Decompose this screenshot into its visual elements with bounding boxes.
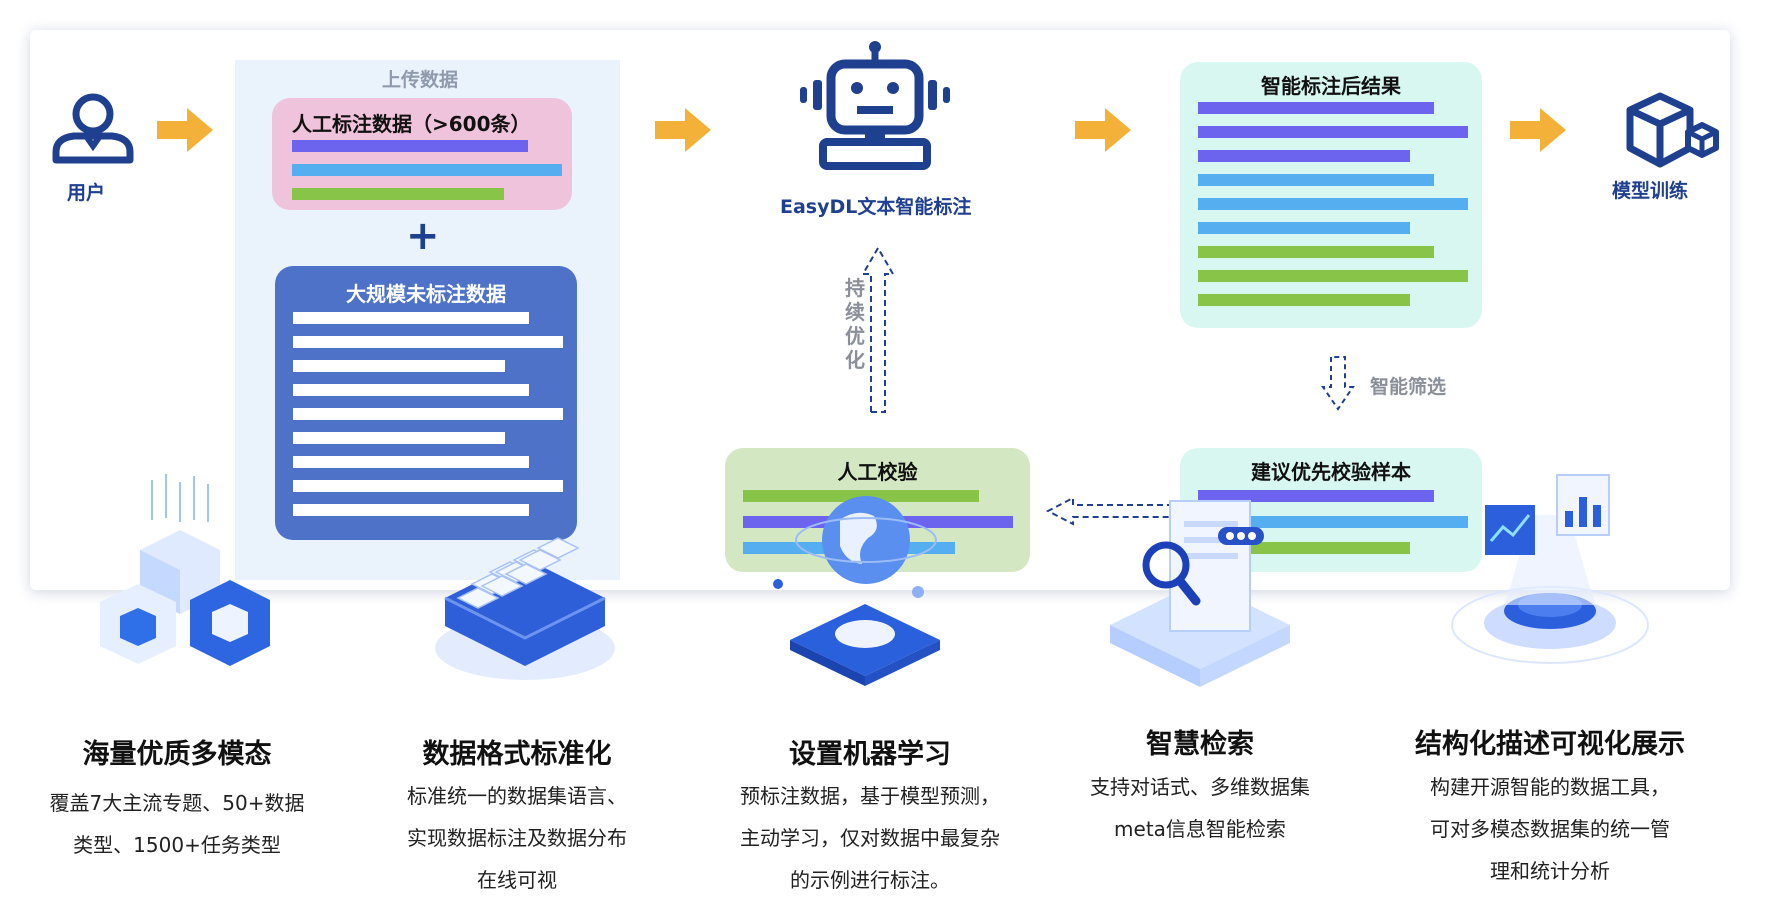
manual-labeled-card-title: 人工标注数据（>600条） bbox=[292, 112, 531, 136]
plus-sign: + bbox=[406, 213, 440, 259]
text-line bbox=[1198, 222, 1410, 234]
feature-title: 结构化描述可视化展示 bbox=[1415, 729, 1685, 760]
robot-label: EasyDL文本智能标注 bbox=[780, 196, 972, 218]
text-line bbox=[293, 432, 505, 444]
feature-title: 海量优质多模态 bbox=[82, 739, 272, 770]
text-line bbox=[1198, 516, 1468, 528]
text-line bbox=[293, 312, 529, 324]
cube-icon bbox=[1626, 92, 1719, 168]
text-line bbox=[293, 504, 529, 516]
arrow-right-icon bbox=[1510, 108, 1566, 152]
globe-illustration-icon bbox=[773, 496, 940, 686]
text-line bbox=[293, 336, 563, 348]
suggest-samples-card-title: 建议优先校验样本 bbox=[1251, 460, 1411, 484]
feature-description: 覆盖7大主流专题、50+数据类型、1500+任务类型 bbox=[49, 791, 305, 857]
text-line bbox=[292, 140, 528, 152]
arrow-right-icon bbox=[157, 108, 213, 152]
filter-label: 智能筛选 bbox=[1370, 376, 1447, 398]
feature-title: 设置机器学习 bbox=[789, 739, 951, 770]
text-line bbox=[1198, 294, 1410, 306]
manual-labeled-card: 人工标注数据（>600条） bbox=[272, 98, 572, 210]
text-line bbox=[293, 384, 529, 396]
text-line bbox=[293, 360, 505, 372]
text-line bbox=[1198, 198, 1468, 210]
feature-title: 智慧检索 bbox=[1146, 729, 1254, 760]
arrow-right-icon bbox=[1075, 108, 1131, 152]
manual-check-card-title: 人工校验 bbox=[837, 460, 918, 484]
search-illustration-icon bbox=[1110, 500, 1290, 687]
optimize-label: 持续优化 bbox=[845, 276, 865, 372]
text-line bbox=[1198, 490, 1434, 502]
text-line bbox=[293, 480, 563, 492]
text-line bbox=[1198, 246, 1434, 258]
dashed-arrow-up-icon bbox=[861, 245, 895, 413]
unlabeled-data-card-title: 大规模未标注数据 bbox=[346, 282, 506, 306]
result-card-title: 智能标注后结果 bbox=[1261, 74, 1401, 98]
result-card: 智能标注后结果 bbox=[1180, 62, 1482, 328]
grid-blocks-illustration-icon bbox=[435, 537, 615, 680]
text-line bbox=[1198, 270, 1468, 282]
text-line bbox=[293, 456, 529, 468]
feature-title: 数据格式标准化 bbox=[422, 739, 612, 770]
train-label: 模型训练 bbox=[1612, 180, 1689, 202]
unlabeled-data-card: 大规模未标注数据 bbox=[275, 266, 577, 540]
user-label: 用户 bbox=[67, 182, 106, 204]
text-line bbox=[1198, 126, 1468, 138]
text-line bbox=[1198, 150, 1410, 162]
arrow-right-icon bbox=[655, 108, 711, 152]
upload-title: 上传数据 bbox=[382, 69, 459, 91]
text-line bbox=[292, 188, 504, 200]
text-line bbox=[1198, 102, 1434, 114]
text-line bbox=[293, 408, 563, 420]
dashed-arrow-left-icon bbox=[1045, 496, 1184, 526]
feature-description: 标准统一的数据集语言、实现数据标注及数据分布在线可视 bbox=[407, 784, 627, 892]
text-line bbox=[743, 490, 979, 502]
chart-illustration-icon bbox=[1451, 474, 1649, 664]
cubes-illustration-icon bbox=[100, 474, 270, 666]
feature-description: 构建开源智能的数据工具，可对多模态数据集的统一管理和统计分析 bbox=[1430, 775, 1670, 883]
dashed-arrow-down-icon bbox=[1321, 356, 1355, 411]
text-line bbox=[292, 164, 562, 176]
feature-description: 预标注数据，基于模型预测，主动学习，仅对数据中最复杂的示例进行标注。 bbox=[740, 784, 1000, 892]
robot-icon bbox=[800, 41, 950, 170]
user-icon bbox=[52, 93, 134, 164]
text-line bbox=[1198, 174, 1434, 186]
